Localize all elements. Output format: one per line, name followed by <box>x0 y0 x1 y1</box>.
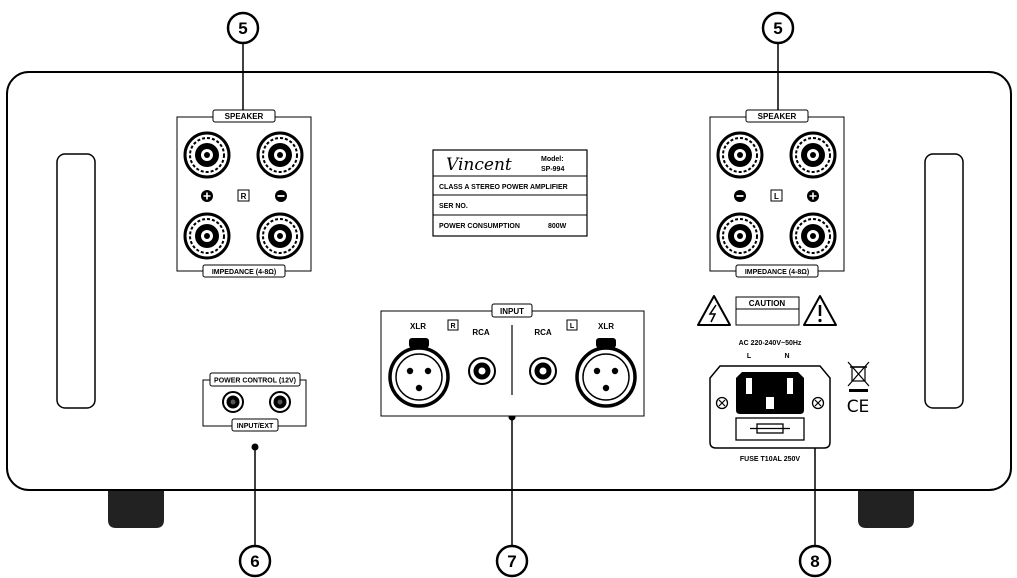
rca-input-left[interactable] <box>529 357 557 385</box>
channel-label: L <box>570 323 575 330</box>
channel-label: R <box>450 323 455 330</box>
fuse-label: FUSE T10AL 250V <box>740 456 801 463</box>
weee-bin-icon <box>847 361 870 392</box>
serial-label: SER NO. <box>439 203 468 210</box>
xlr-label: XLR <box>598 322 614 331</box>
callout-8-ac-inlet: 8 <box>798 544 832 578</box>
right-handle <box>924 153 964 409</box>
minus-icon <box>734 190 746 202</box>
plus-icon <box>807 190 819 202</box>
rca-input-right[interactable] <box>468 357 496 385</box>
svg-text:7: 7 <box>507 552 516 571</box>
model-label: Model: <box>541 156 564 163</box>
pin-n-label: N <box>784 353 789 360</box>
xlr-input-right[interactable] <box>388 338 450 408</box>
screw-icon <box>811 396 825 410</box>
binding-post[interactable] <box>256 212 304 260</box>
callout-7-input: 7 <box>495 544 529 578</box>
channel-label: L <box>774 192 779 201</box>
description: CLASS A STEREO POWER AMPLIFIER <box>439 184 568 191</box>
binding-post[interactable] <box>183 131 231 179</box>
chassis <box>6 71 1012 491</box>
caution-box: CAUTION <box>735 296 800 326</box>
input-ext-label: INPUT/EXT <box>237 423 274 430</box>
left-handle <box>56 153 96 409</box>
callout-6-power-control: 6 <box>238 544 272 578</box>
input-title: INPUT <box>500 307 524 316</box>
left-foot <box>108 491 164 528</box>
speaker-label: SPEAKER <box>758 112 797 121</box>
speaker-terminals-left: SPEAKER IMPEDANCE (4-8Ω) <box>709 109 845 278</box>
power-consumption-label: POWER CONSUMPTION <box>439 223 520 230</box>
channel-label: R <box>241 192 247 201</box>
impedance-label: IMPEDANCE (4-8Ω) <box>745 269 809 276</box>
svg-text:8: 8 <box>810 552 819 571</box>
binding-post[interactable] <box>183 212 231 260</box>
svg-text:5: 5 <box>238 19 247 38</box>
power-control-panel: POWER CONTROL (12V) INPUT/EXT <box>202 372 307 432</box>
rca-label: RCA <box>534 328 552 337</box>
ac-spec-label: AC 220-240V~50Hz <box>739 340 802 347</box>
warning-lightning-icon <box>697 295 731 326</box>
model-value: SP-994 <box>541 166 564 173</box>
svg-text:5: 5 <box>773 19 782 38</box>
binding-post[interactable] <box>716 212 764 260</box>
callout-5-left-speaker: 5 <box>761 11 795 45</box>
screw-icon <box>715 396 729 410</box>
pin-l-label: L <box>747 353 752 360</box>
warning-exclamation-icon <box>803 295 837 326</box>
callout-5-right-speaker: 5 <box>226 11 260 45</box>
caution-label: CAUTION <box>749 299 786 308</box>
power-control-label: POWER CONTROL (12V) <box>214 378 296 385</box>
speaker-terminals-right: SPEAKER IMPEDANCE (4-8Ω) <box>176 109 312 278</box>
binding-post[interactable] <box>256 131 304 179</box>
brand-logo: Vincent <box>446 155 512 175</box>
ce-mark-icon: CE <box>847 397 870 417</box>
svg-text:6: 6 <box>250 552 259 571</box>
nameplate: Vincent Model: SP-994 CLASS A STEREO POW… <box>432 149 588 237</box>
speaker-label: SPEAKER <box>225 112 264 121</box>
xlr-input-left[interactable] <box>575 338 637 408</box>
rca-label: RCA <box>472 328 490 337</box>
binding-post[interactable] <box>789 212 837 260</box>
trigger-jack[interactable] <box>269 391 291 413</box>
input-panel: INPUT XLR R RCA RCA L XLR <box>380 303 645 417</box>
binding-post[interactable] <box>789 131 837 179</box>
plus-icon <box>201 190 213 202</box>
power-consumption-value: 800W <box>548 223 567 230</box>
trigger-jack[interactable] <box>222 391 244 413</box>
fuse-icon <box>750 423 790 434</box>
iec-power-inlet[interactable] <box>709 365 831 449</box>
xlr-label: XLR <box>410 322 426 331</box>
binding-post[interactable] <box>716 131 764 179</box>
right-foot <box>858 491 914 528</box>
minus-icon <box>275 190 287 202</box>
impedance-label: IMPEDANCE (4-8Ω) <box>212 269 276 276</box>
